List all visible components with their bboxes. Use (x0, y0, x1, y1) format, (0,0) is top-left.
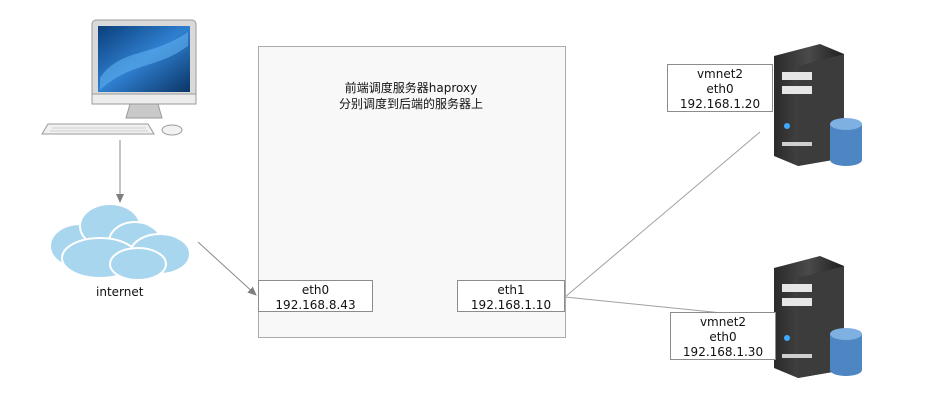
server-bottom-ip: 192.168.1.30 (671, 345, 775, 360)
computer-icon (40, 18, 210, 140)
server-top-iface: eth0 (668, 82, 772, 97)
proxy-eth0-iface: eth0 (259, 283, 372, 298)
database-icon (828, 326, 864, 378)
haproxy-title-line2: 分别调度到后端的服务器上 (258, 96, 564, 112)
proxy-eth1-box: eth1 192.168.1.10 (457, 280, 565, 312)
server-top-net: vmnet2 (668, 67, 772, 82)
proxy-eth0-box: eth0 192.168.8.43 (258, 280, 373, 312)
server-top-ip: 192.168.1.20 (668, 97, 772, 112)
server-bottom-net: vmnet2 (671, 315, 775, 330)
server-bottom-iface: eth0 (671, 330, 775, 345)
proxy-eth1-iface: eth1 (458, 283, 564, 298)
cloud-icon (40, 198, 200, 288)
proxy-eth1-ip: 192.168.1.10 (458, 298, 564, 313)
server-bottom-label-box: vmnet2 eth0 192.168.1.30 (670, 312, 776, 360)
cloud-to-eth0-arrow (198, 242, 256, 295)
haproxy-title-line1: 前端调度服务器haproxy (258, 80, 564, 96)
haproxy-title: 前端调度服务器haproxy 分别调度到后端的服务器上 (258, 80, 564, 112)
server-top-label-box: vmnet2 eth0 192.168.1.20 (667, 64, 773, 112)
cloud-label: internet (96, 285, 143, 299)
database-icon (828, 116, 864, 168)
eth1-to-server-top-line (565, 132, 760, 297)
proxy-eth0-ip: 192.168.8.43 (259, 298, 372, 313)
